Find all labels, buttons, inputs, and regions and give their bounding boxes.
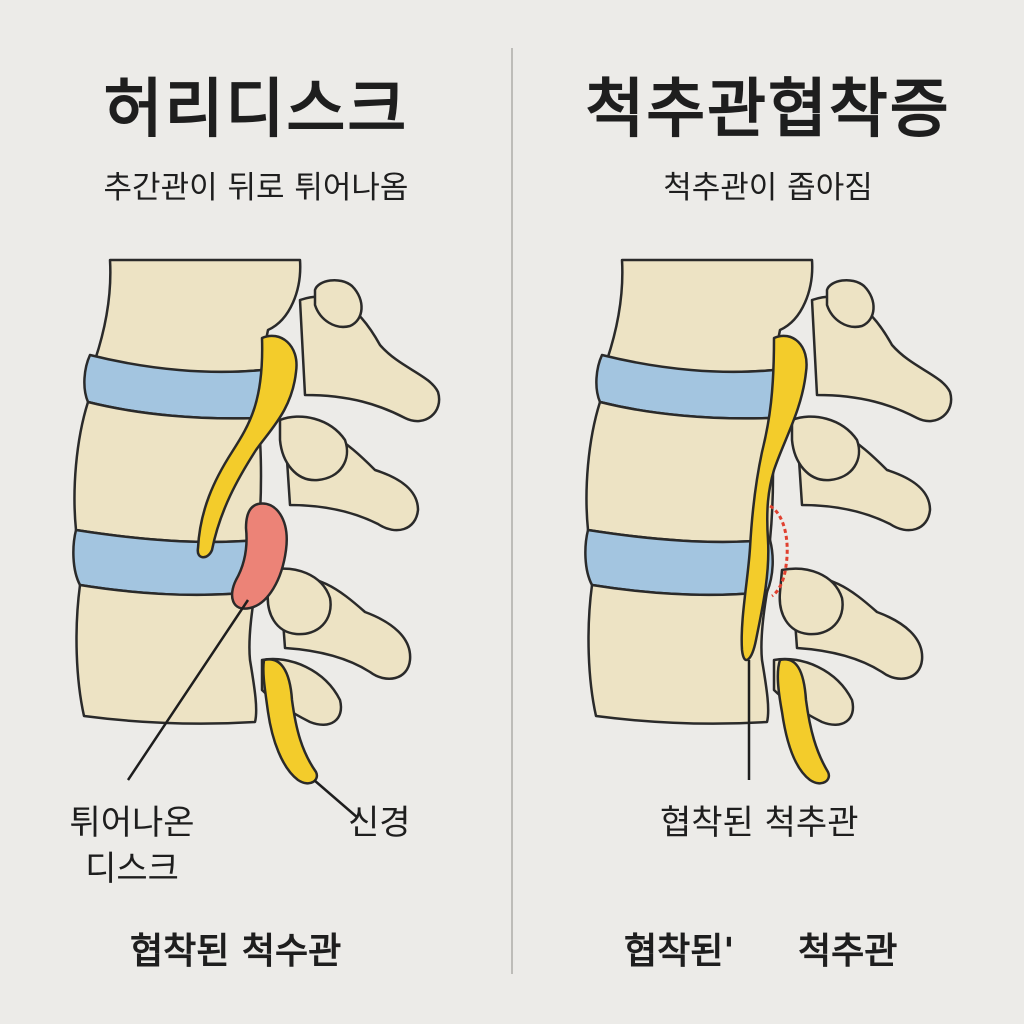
lower-articular-process — [266, 567, 332, 636]
middle-articular-process — [278, 415, 349, 482]
upper-facet — [313, 278, 363, 329]
herniated-disc-bulge — [230, 502, 288, 610]
herniated-disc-subtitle: 추간관이 뒤로 튀어나옴 — [103, 170, 409, 206]
lower-articular-process — [778, 567, 844, 636]
herniated-disc-spine-illustration — [72, 258, 441, 819]
herniated-disc-label-line1: 튀어나온 — [69, 803, 195, 843]
herniated-disc-caption: 협착된 척수관 — [130, 931, 342, 972]
stenosis-caption-part1: 협착된' — [624, 931, 735, 972]
spinal-stenosis-title: 척추관협착증 — [585, 73, 951, 147]
herniated-disc-title: 허리디스크 — [103, 73, 409, 147]
herniated-disc-panel: 허리디스크 추간관이 뒤로 튀어나옴 — [52, 73, 441, 972]
stenosis-caption-part2: 척추관 — [798, 931, 898, 972]
disc-pointer-line — [126, 599, 250, 781]
spinal-stenosis-subtitle: 척추관이 좁아짐 — [663, 170, 873, 206]
stenosis-narrowing-marker — [769, 504, 789, 598]
upper-facet — [825, 278, 875, 329]
nerve-pointer-line — [313, 779, 359, 819]
nerve-lower — [776, 658, 831, 785]
herniated-disc-label: 튀어나온 디스크 — [52, 800, 212, 892]
nerve-label: 신경 — [348, 803, 411, 843]
lower-vertebra — [75, 583, 258, 725]
lower-vertebra — [587, 583, 770, 725]
spinal-stenosis-panel: 척추관협착증 척추관이 좁아짐 협착된 척추관 협착된' 척추관 — [512, 0, 1024, 1024]
herniated-disc-label-line2: 디스크 — [85, 849, 179, 889]
middle-articular-process — [790, 415, 861, 482]
panel-divider — [511, 48, 513, 974]
narrowed-canal-label: 협착된 척추관 — [660, 803, 859, 843]
middle-vertebra — [585, 400, 775, 544]
nerve-root — [196, 334, 298, 559]
narrowed-spinal-cord — [740, 334, 808, 662]
nerve-lower — [262, 658, 319, 785]
spinal-stenosis-spine-illustration — [584, 258, 953, 785]
